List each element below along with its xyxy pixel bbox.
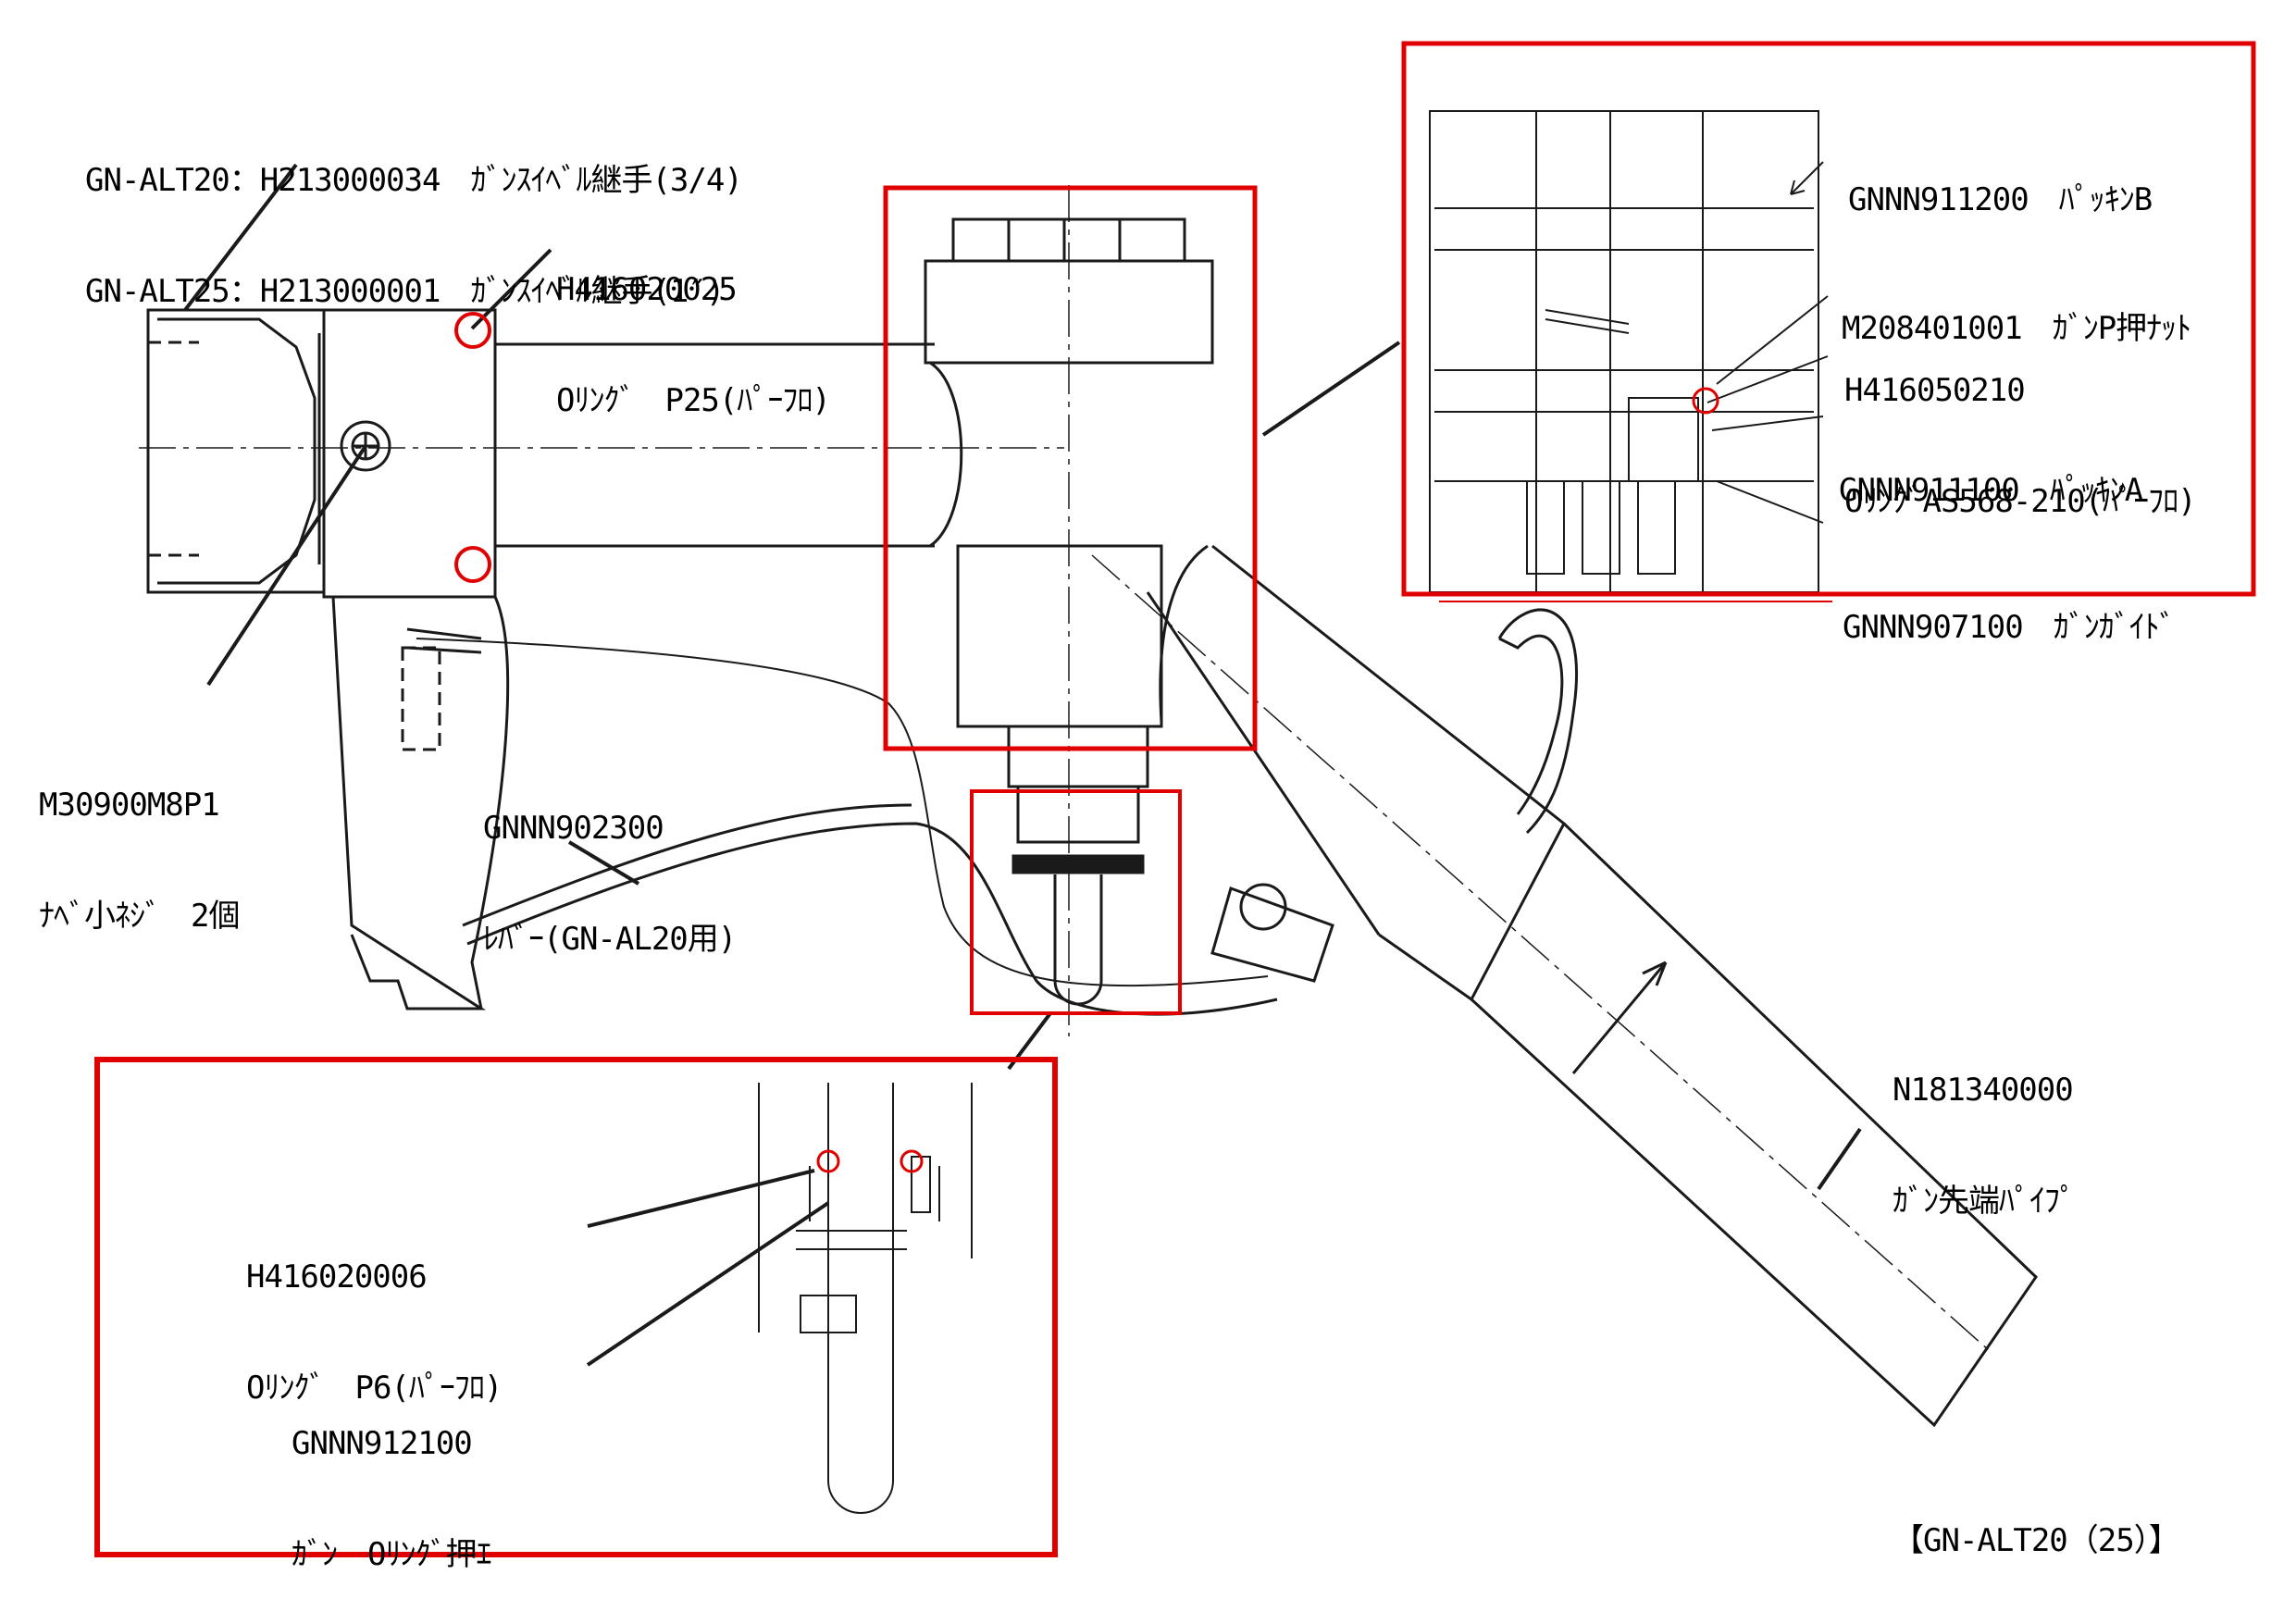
inset-bottom-drawing <box>758 1083 973 1514</box>
oring-p25-code: H416020025 <box>556 271 738 308</box>
model-label: 【GN-ALT20（25）】 <box>1893 1448 2180 1596</box>
oring-p25-marker-bottom <box>454 546 491 583</box>
tip-pipe-label: N181340000 ｶﾞﾝ先端ﾊﾟｲﾌﾟ <box>1893 998 2076 1257</box>
body-block <box>322 308 497 599</box>
barrel <box>139 342 1064 548</box>
oring-p25-name: Oﾘﾝｸﾞ P25(ﾊﾟｰﾌﾛ) <box>556 382 831 419</box>
oring-holder-code: GNNN912100 <box>292 1425 473 1462</box>
gun-guide-label: GNNN907100 ｶﾞﾝｶﾞｲﾄﾞ <box>1843 535 2176 683</box>
press-nut-label: M208401001 ｶﾞﾝP押ﾅｯﾄ <box>1842 236 2191 384</box>
oring-holder-label: GNNN912100 ｶﾞﾝ Oﾘﾝｸﾞ押ｴ <box>292 1351 491 1610</box>
tip-pipe-code: N181340000 <box>1893 1072 2074 1109</box>
leader-lines <box>183 163 1862 1367</box>
screw-code: M30900M8P1 <box>39 787 220 824</box>
highlight-stem-box <box>970 789 1182 1015</box>
packing-b-label: GNNN911200 ﾊﾟｯｷﾝB <box>1848 107 2153 255</box>
inset-top-frame <box>1401 41 2256 597</box>
spout <box>1091 544 2038 1428</box>
inset-top-drawing <box>1429 110 1829 593</box>
lever-label: GNNN902300 ﾚﾊﾞｰ(GN-AL20用) <box>483 736 737 995</box>
oring-as568-label: H416050210 OﾘﾝｸﾞAS568-210(ﾊﾟｰﾌﾛ) <box>1844 298 2197 557</box>
swivel-joint-label-line1: GN-ALT20：H213000034 ｶﾞﾝｽｲﾍﾞﾙ継手(3/4) <box>85 162 743 199</box>
oring-as568-code: H416050210 <box>1844 372 2026 409</box>
handle <box>331 596 510 1010</box>
oring-p25-label: H416020025 Oﾘﾝｸﾞ P25(ﾊﾟｰﾌﾛ) <box>556 197 831 456</box>
oring-p6-label: H416020006 Oﾘﾝｸﾞ P6(ﾊﾟｰﾌﾛ) <box>246 1184 503 1444</box>
swivel-joint-label: GN-ALT20：H213000034 ｶﾞﾝｽｲﾍﾞﾙ継手(3/4) GN-A… <box>85 88 743 347</box>
oring-p6-name: Oﾘﾝｸﾞ P6(ﾊﾟｰﾌﾛ) <box>246 1370 503 1407</box>
oring-p25-marker-top <box>454 312 491 349</box>
oring-holder-name: ｶﾞﾝ Oﾘﾝｸﾞ押ｴ <box>292 1536 491 1573</box>
highlight-valve-box <box>883 185 1258 751</box>
valve-housing <box>924 185 1214 1036</box>
screw-name: ﾅﾍﾞ小ﾈｼﾞ 2個 <box>39 898 240 935</box>
oring-as568-name: OﾘﾝｸﾞAS568-210(ﾊﾟｰﾌﾛ) <box>1844 483 2197 520</box>
lever <box>416 638 1334 1016</box>
screw-label: M30900M8P1 ﾅﾍﾞ小ﾈｼﾞ 2個 <box>39 713 240 972</box>
hook <box>1497 608 1579 835</box>
swivel-joint-label-line2: GN-ALT25：H213000001 ｶﾞﾝｽｲﾍﾞﾙ継手(1″) <box>85 273 725 310</box>
lever-code: GNNN902300 <box>483 810 664 847</box>
inset-bottom-frame <box>94 1057 1058 1557</box>
oring-as568-marker <box>1692 387 1719 415</box>
packing-b-text: GNNN911200 ﾊﾟｯｷﾝB <box>1848 181 2153 218</box>
tip-pipe-name: ｶﾞﾝ先端ﾊﾟｲﾌﾟ <box>1893 1183 2076 1220</box>
oring-p6-marker-right <box>900 1149 924 1173</box>
packing-a-text: GNNN911100 ﾊﾟｯｷﾝA <box>1839 472 2143 509</box>
packing-a-label: GNNN911100 ﾊﾟｯｷﾝA <box>1839 398 2143 546</box>
press-nut-text: M208401001 ｶﾞﾝP押ﾅｯﾄ <box>1842 310 2191 347</box>
lever-name: ﾚﾊﾞｰ(GN-AL20用) <box>483 921 737 958</box>
oring-p6-code: H416020006 <box>246 1258 428 1295</box>
oring-p6-marker-left <box>816 1149 840 1173</box>
gun-guide-text: GNNN907100 ｶﾞﾝｶﾞｲﾄﾞ <box>1843 609 2176 646</box>
model-text: 【GN-ALT20（25）】 <box>1893 1522 2180 1559</box>
